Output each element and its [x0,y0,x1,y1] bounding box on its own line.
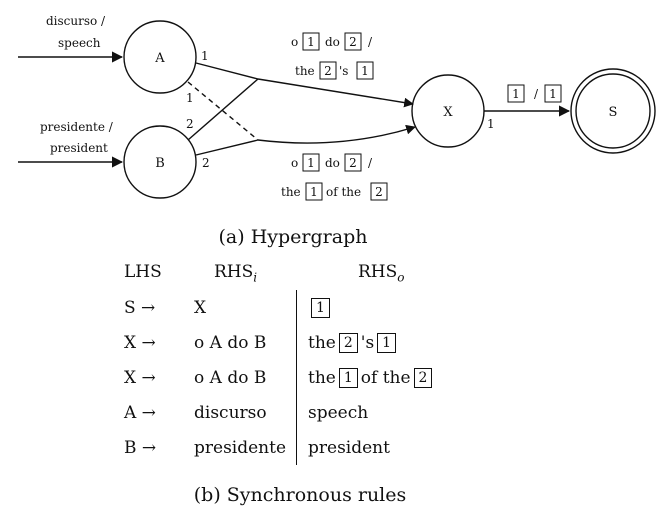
output-word: the [308,333,336,353]
node-a-label: A [154,51,165,66]
out-box-2-text: 1 [549,87,557,101]
rule2-l2-mid: of the [326,185,361,199]
rule-lhs: A → [124,403,156,423]
rule-lhs: X → [124,368,156,388]
output-word: president [308,438,390,458]
rule-rhs-output: 1 [308,298,333,318]
rule-rhs-output: speech [308,403,368,423]
header-rhs-output: RHSo [358,262,405,284]
rule2-l1-pre: o [291,156,298,170]
header-rhs-input-label: RHS [214,262,254,282]
port-a-dash-1: 1 [186,91,194,105]
caption-rules: (b) Synchronous rules [193,484,407,506]
nonterminal-box: 2 [338,333,358,353]
out-box-2 [544,84,562,103]
rule1-l1-post: / [368,35,373,49]
rule1-l1-box2-text: 2 [349,35,357,49]
output-word: of the [360,368,411,388]
rule1-l2-box2-text: 1 [361,64,369,78]
node-s-label: S [609,105,618,120]
rule1-l1-box2 [344,32,362,51]
rule-row: S → X 1 [124,298,484,330]
hypergraph: discurso / speech presidente / president… [18,14,656,201]
header-rhs-output-label: RHS [358,262,398,282]
rule2-l2-box2-text: 2 [375,185,383,199]
rule-lhs: X → [124,333,156,353]
rule-rhs-input: X [194,298,207,318]
hyperedge-1-a-branch [195,62,259,80]
rule-lhs: S → [124,298,156,318]
node-s-outer [570,68,656,154]
rule-rhs-input: o A do B [194,368,267,388]
input-a-label-bottom: speech [58,36,101,50]
port-x-1: 1 [487,117,495,131]
output-word: 's [360,333,375,353]
rule2-l1-mid: do [325,156,340,170]
rule1-l1-pre: o [291,35,298,49]
rule1-l1-box1 [302,32,320,51]
nonterminal-box: 1 [311,298,330,318]
rule2-l1-box2-text: 2 [349,156,357,170]
rule1-l2-box1 [319,61,337,80]
rule2-l1-box1 [302,153,320,172]
rule1-l1-mid: do [325,35,340,49]
hyperedge-1-b-branch [187,78,259,141]
out-box-1 [507,84,525,103]
port-a-1: 1 [201,49,209,63]
caption-hypergraph: (a) Hypergraph [218,226,368,248]
rule1-l2-mid: 's [339,64,348,78]
node-x-label: X [443,105,453,120]
input-b-label-top: presidente / [40,120,114,134]
header-rhs-input-sub: i [253,270,258,285]
hyperedge-2-a-branch-dashed [187,81,259,141]
out-box-1-text: 1 [512,87,520,101]
node-a [123,20,197,94]
rule-row: B → presidente president [124,438,484,470]
port-b-side-2: 2 [202,156,210,170]
rule-rhs-input: discurso [194,403,267,423]
node-b-label: B [155,156,165,171]
rule2-l2-box2 [370,182,388,201]
rule2-l2-box1 [305,182,323,201]
rule-row: A → discurso speech [124,403,484,435]
rule2-l1-box1-text: 1 [307,156,315,170]
rule2-l2-box1-text: 1 [310,185,318,199]
header-lhs: LHS [124,262,162,282]
rule-rhs-output: president [308,438,390,458]
rule2-l1-post: / [368,156,373,170]
input-a-label-top: discurso / [46,14,106,28]
rule2-l2-pre: the [281,185,301,199]
output-word: the [308,368,336,388]
rule1-l2-pre: the [295,64,315,78]
nonterminal-box: 1 [338,368,358,388]
rule-rhs-input: o A do B [194,333,267,353]
rule-lhs: B → [124,438,157,458]
node-b [123,125,197,199]
rule1-l2-box1-text: 2 [324,64,332,78]
header-rhs-input: RHSi [214,262,257,284]
nonterminal-box: 1 [377,333,397,353]
rule2-l1-box2 [344,153,362,172]
output-word: speech [308,403,369,423]
input-b-label-bottom: president [50,141,108,155]
hyperedge-1-arrow [257,78,414,108]
node-s [575,73,651,149]
column-separator [296,290,297,465]
hyperedge-2-arrow [257,124,416,144]
nonterminal-box: 2 [413,368,433,388]
rule1-l1-box1-text: 1 [307,35,315,49]
port-b-2: 2 [186,117,194,131]
header-rhs-output-sub: o [397,270,405,285]
rule1-l2-box2 [356,61,374,80]
hyperedge-2-b-branch [195,139,259,156]
rule-rhs-input: presidente [194,438,287,458]
out-slash: / [534,87,539,101]
